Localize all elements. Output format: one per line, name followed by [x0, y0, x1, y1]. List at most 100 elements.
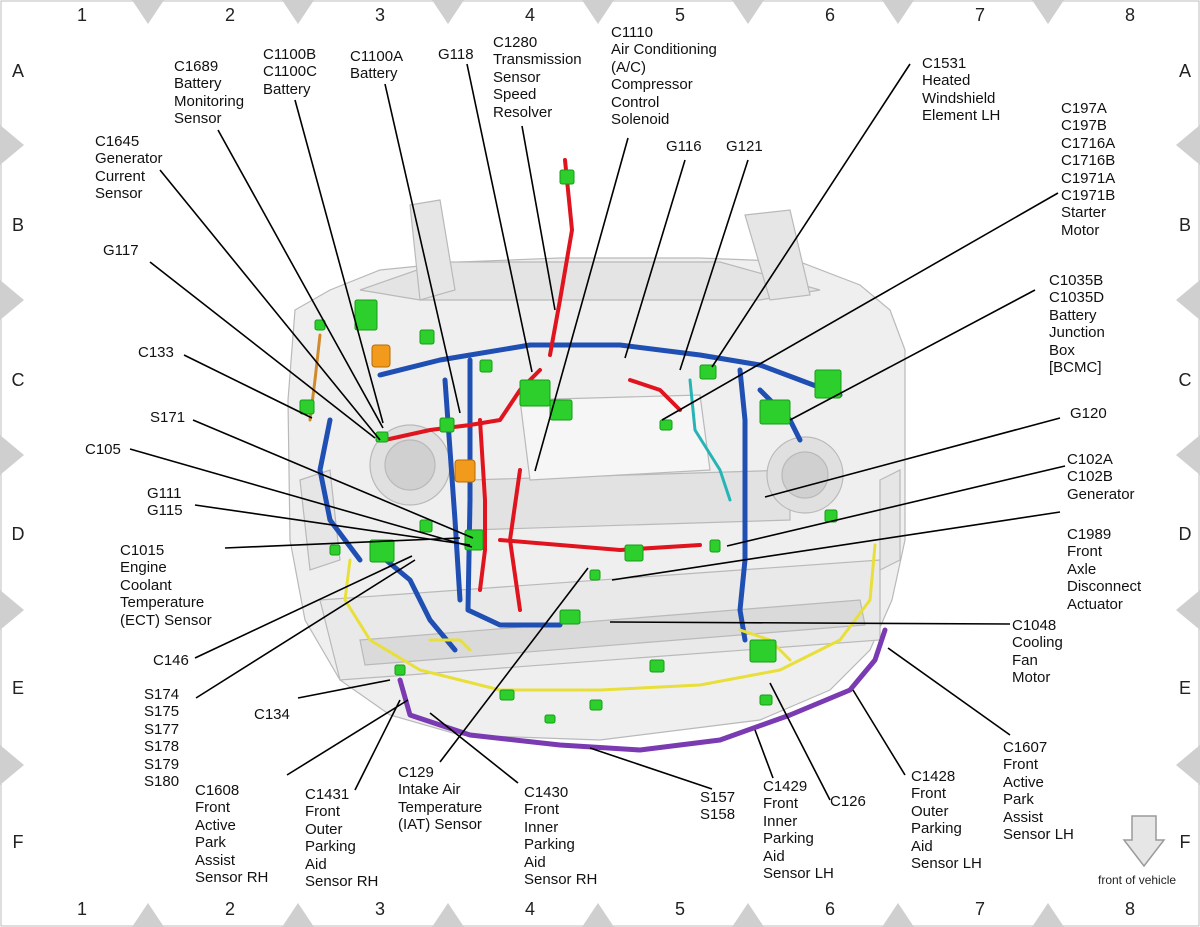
connector-block — [759, 694, 773, 706]
leader-line — [769, 682, 831, 801]
leader-line — [384, 83, 461, 414]
leader-line — [294, 99, 384, 424]
grid-col-7-top: 7 — [974, 5, 985, 25]
connector-block — [549, 399, 573, 421]
front-arrow-icon — [1122, 815, 1166, 868]
callout-c1430: C1430 Front Inner Parking Aid Sensor RH — [524, 784, 598, 889]
connector-block — [439, 417, 455, 433]
callout-c129: C129 Intake Air Temperature (IAT) Sensor — [398, 764, 483, 834]
callout-g116: G116 — [666, 138, 702, 155]
leader-line — [217, 129, 384, 429]
harness-purple — [397, 627, 888, 753]
connector-block — [624, 544, 644, 562]
connector-block — [299, 399, 315, 415]
callout-g121: G121 — [726, 138, 763, 155]
callout-c1100bc: C1100B C1100C Battery — [263, 46, 317, 98]
grid-col-8-bottom: 8 — [1124, 899, 1135, 919]
grid-row-f-left: F — [12, 832, 24, 852]
grid-row-b-left: B — [11, 215, 24, 235]
leader-line — [297, 679, 391, 699]
callout-c1035: C1035B C1035D Battery Junction Box [BCMC… — [1049, 272, 1105, 377]
grid-col-3-top: 3 — [374, 5, 385, 25]
callout-g118: G118 — [438, 46, 474, 63]
callout-c1048: C1048 Cooling Fan Motor — [1012, 617, 1063, 687]
callout-s171: S171 — [150, 409, 186, 426]
grid-row-a-right: A — [1178, 61, 1191, 81]
leader-line — [679, 159, 749, 371]
front-of-vehicle-label: front of vehicle — [1098, 873, 1177, 887]
callout-c126: C126 — [830, 793, 866, 810]
leader-line — [589, 747, 713, 790]
leader-line — [429, 712, 519, 784]
leader-line — [466, 63, 533, 373]
callout-c105: C105 — [85, 441, 121, 458]
harness-blue — [317, 342, 843, 653]
connector-block — [659, 419, 673, 431]
leader-line — [194, 555, 413, 659]
callout-s174: S174 S175 S177 S178 S179 S180 — [144, 686, 180, 791]
grid-col-1-top: 1 — [76, 5, 87, 25]
connector-block — [709, 539, 721, 553]
leader-line — [754, 729, 774, 779]
callout-g111: G111 G115 — [147, 485, 183, 520]
callout-c1608: C1608 Front Active Park Assist Sensor RH — [195, 782, 269, 887]
callout-g120: G120 — [1070, 405, 1107, 422]
callout-c1645: C1645 Generator Current Sensor — [95, 133, 163, 203]
connector-block — [419, 329, 435, 345]
leader-line — [852, 689, 906, 776]
callout-c1015: C1015 Engine Coolant Temperature (ECT) S… — [120, 542, 212, 629]
grid-col-6-top: 6 — [824, 5, 835, 25]
grid-col-8-top: 8 — [1124, 5, 1135, 25]
leader-line — [439, 567, 589, 763]
connector-block — [814, 369, 842, 399]
fuse-orange — [371, 344, 476, 483]
leader-line — [521, 125, 556, 311]
connector-block — [394, 664, 406, 676]
connector-block — [559, 169, 575, 185]
grid-row-c-left: C — [11, 370, 25, 390]
connector-block — [499, 689, 515, 701]
connector-block — [354, 299, 378, 331]
leader-lines — [129, 63, 1066, 801]
callout-c1110: C1110 Air Conditioning (A/C) Compressor … — [611, 24, 717, 129]
leader-line — [195, 559, 416, 699]
connector-block — [559, 609, 581, 625]
grid-row-e-left: E — [11, 678, 24, 698]
leader-line — [764, 417, 1061, 498]
leader-line — [224, 537, 461, 549]
connector-block — [419, 519, 433, 533]
callout-c1280: C1280 Transmission Sensor Speed Resolver — [493, 34, 582, 121]
grid-row-a-left: A — [11, 61, 24, 81]
grid-col-2-top: 2 — [224, 5, 235, 25]
grid-row-d-left: D — [11, 524, 25, 544]
grid-row-e-right: E — [1178, 678, 1191, 698]
grid-row-d-right: D — [1178, 524, 1192, 544]
grid-col-6-bottom: 6 — [824, 899, 835, 919]
leader-line — [354, 699, 401, 791]
leader-line — [611, 511, 1061, 581]
connector-block — [589, 699, 603, 711]
leader-line — [711, 63, 911, 368]
grid-col-4-top: 4 — [524, 5, 535, 25]
vehicle-body — [287, 199, 906, 741]
connector-block — [749, 639, 777, 663]
grid-row-f-right: F — [1179, 832, 1191, 852]
grid-col-7-bottom: 7 — [974, 899, 985, 919]
leader-line — [661, 192, 1059, 421]
callout-c1607: C1607 Front Active Park Assist Sensor LH — [1003, 739, 1074, 844]
callout-c102: C102A C102B Generator — [1067, 451, 1135, 503]
grid-col-5-bottom: 5 — [674, 899, 685, 919]
connector-block — [699, 364, 717, 380]
callout-g117: G117 — [103, 242, 139, 259]
leader-line — [789, 289, 1036, 421]
leader-line — [183, 354, 313, 419]
connector-block — [479, 359, 493, 373]
leader-line — [159, 169, 381, 441]
connector-block — [544, 714, 556, 724]
grid-col-4-bottom: 4 — [524, 899, 535, 919]
leader-line — [149, 261, 376, 439]
connector-block — [369, 539, 395, 563]
callout-c1100a: C1100A Battery — [350, 48, 404, 83]
